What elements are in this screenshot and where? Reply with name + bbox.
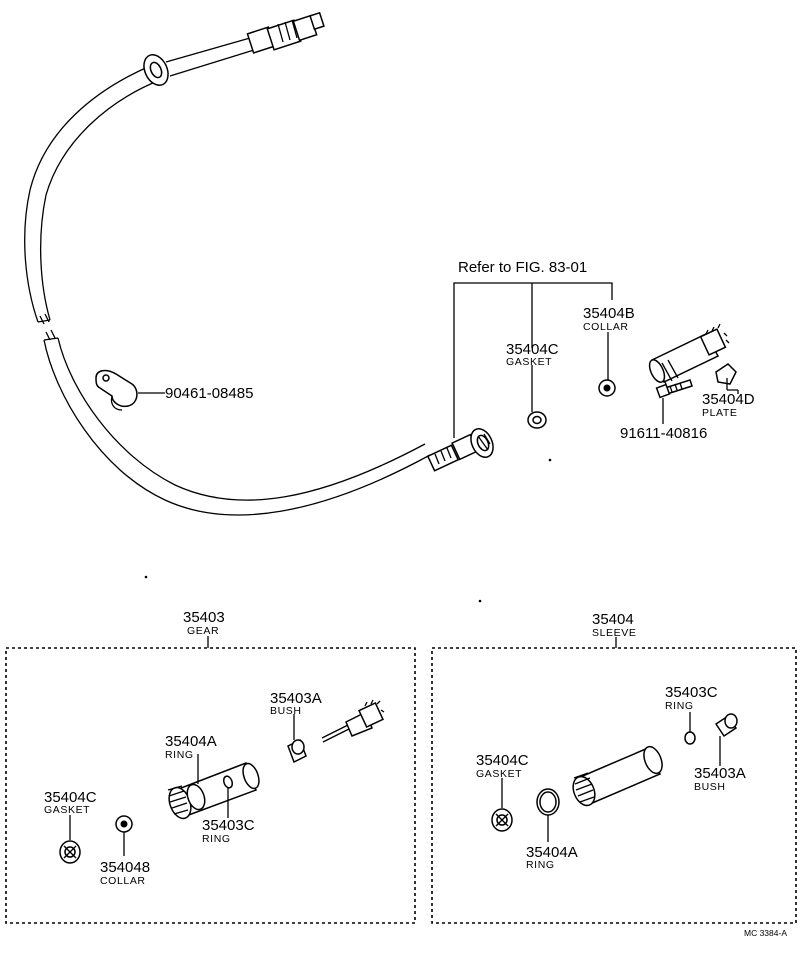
group-number-label: 35404 xyxy=(592,611,634,628)
collar-icon xyxy=(115,815,133,856)
part-number-label: 35404D xyxy=(702,391,755,408)
part-name-label: BUSH xyxy=(270,705,302,717)
driven-gear-icon xyxy=(648,323,739,424)
part-number-label: 35403A xyxy=(270,690,322,707)
group-name-label: SLEEVE xyxy=(592,627,636,639)
part-name-label: GASKET xyxy=(44,804,90,816)
part-number-label: 35404A xyxy=(526,844,578,861)
speedometer-cable-icon xyxy=(24,11,494,516)
part-name-label: RING xyxy=(665,700,694,712)
cable-clamp-icon xyxy=(95,369,165,411)
driven-gear-icon xyxy=(321,699,385,743)
gasket-icon xyxy=(527,411,547,429)
part-number-label: 35403C xyxy=(202,817,255,834)
sleeve-group-box xyxy=(431,647,797,924)
part-number-label: 35404C xyxy=(476,752,529,769)
part-name-label: RING xyxy=(165,749,194,761)
part-name-label: COLLAR xyxy=(583,321,629,333)
part-name-label: PLATE xyxy=(702,407,737,419)
part-number-label: 35403A xyxy=(694,765,746,782)
part-number-label: 35403C xyxy=(665,684,718,701)
gear-sleeve-icon xyxy=(572,745,663,807)
part-number-label: 90461-08485 xyxy=(165,385,253,402)
group-name-label: GEAR xyxy=(187,625,219,637)
ring-icon xyxy=(684,712,696,745)
gear-sleeve-icon xyxy=(167,762,260,820)
gear-group-box xyxy=(5,647,416,924)
gasket-icon xyxy=(491,778,513,832)
part-name-label: GASKET xyxy=(506,356,552,368)
part-name-label: BUSH xyxy=(694,781,726,793)
part-number-label: 35404B xyxy=(583,305,635,322)
reference-label: Refer to FIG. 83-01 xyxy=(458,259,587,276)
part-number-label: 35404C xyxy=(44,789,97,806)
part-number-label: 35404C xyxy=(506,341,559,358)
part-number-label: 35404A xyxy=(165,733,217,750)
part-name-label: RING xyxy=(202,833,231,845)
ring-icon xyxy=(536,788,560,842)
part-number-label: 354048 xyxy=(100,859,150,876)
part-number-label: 91611-40816 xyxy=(620,425,707,442)
part-name-label: COLLAR xyxy=(100,875,146,887)
ring-icon xyxy=(197,754,229,818)
collar-icon xyxy=(598,379,616,397)
figure-code: MC 3384-A xyxy=(744,928,787,938)
part-name-label: RING xyxy=(526,859,555,871)
reference-bracket xyxy=(453,282,613,438)
bush-icon xyxy=(714,713,738,766)
group-number-label: 35403 xyxy=(183,609,225,626)
gasket-icon xyxy=(59,815,81,864)
part-name-label: GASKET xyxy=(476,768,522,780)
bush-icon xyxy=(287,714,307,764)
